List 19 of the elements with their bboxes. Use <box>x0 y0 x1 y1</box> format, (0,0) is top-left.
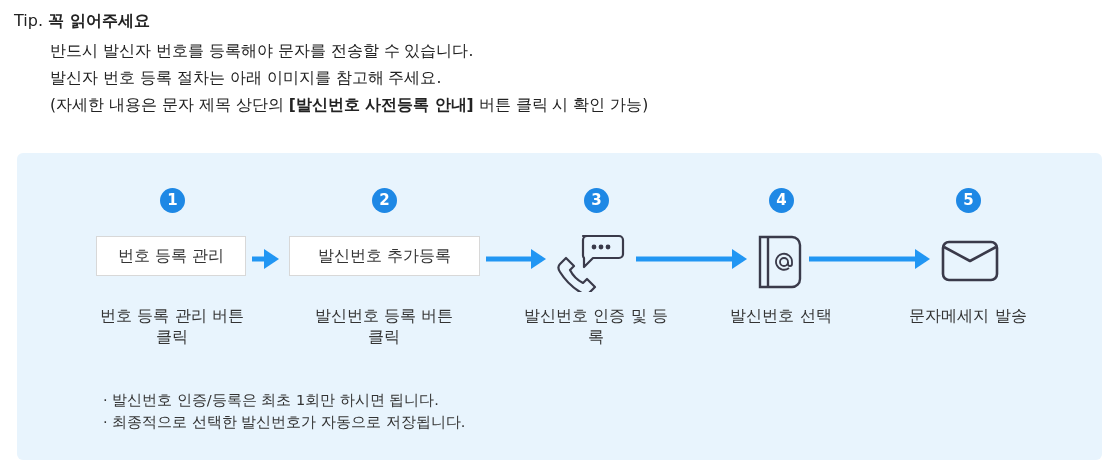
arrow <box>252 249 279 269</box>
step-button-box: 발신번호 추가등록 <box>289 236 480 276</box>
note-text: 발신자 번호 등록 절차는 아래 이미지를 참고해 주세요. <box>50 68 442 89</box>
arrow <box>636 249 747 269</box>
footnote-text: · 발신번호 인증/등록은 최초 1회만 하시면 됩니다. <box>103 391 439 410</box>
footnote-text: · 최종적으로 선택한 발신번호가 자동으로 저장됩니다. <box>103 413 466 432</box>
step-button-box: 번호 등록 관리 <box>96 236 246 276</box>
step-caption: 번호 등록 관리 버튼 클릭 <box>99 305 245 347</box>
step-caption: 문자메세지 발송 <box>908 305 1028 326</box>
contact-book-icon <box>757 234 803 290</box>
step-caption: 발신번호 등록 버튼 클릭 <box>313 305 455 347</box>
step-caption: 발신번호 선택 <box>729 305 833 326</box>
arrow <box>809 249 930 269</box>
tip-heading: Tip. 꼭 읽어주세요 <box>14 10 150 32</box>
note-text: 반드시 발신자 번호를 등록해야 문자를 전송할 수 있습니다. <box>50 41 474 62</box>
arrow <box>486 249 546 269</box>
step-caption: 발신번호 인증 및 등록 <box>523 305 669 347</box>
note-text: (자세한 내용은 문자 제목 상단의 [발신번호 사전등록 안내] 버튼 클릭 시 확인 가능) <box>50 95 649 116</box>
envelope-icon <box>940 238 1000 284</box>
